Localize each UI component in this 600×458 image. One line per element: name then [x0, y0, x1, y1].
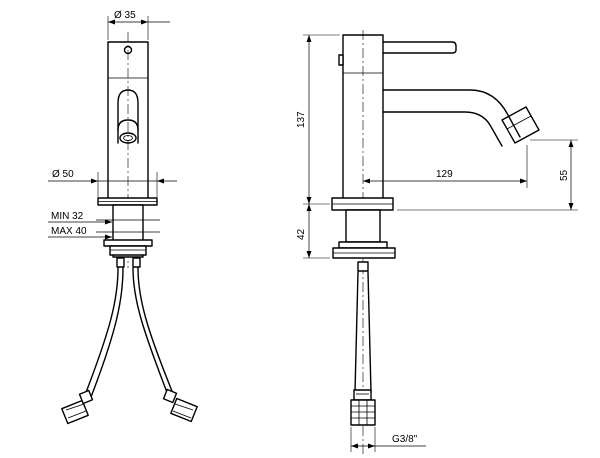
side-spout-aerator	[501, 106, 540, 144]
side-spout	[382, 89, 521, 147]
front-hose-stub-left	[116, 257, 125, 268]
front-fixing-nut	[109, 245, 147, 256]
dim-base-diameter-label: Ø 50	[52, 169, 74, 180]
side-shank	[345, 209, 381, 243]
front-mounting-washer	[103, 239, 153, 247]
side-hose-nut-icon	[350, 389, 376, 426]
front-aerator-housing	[117, 89, 139, 144]
side-flex-hose	[354, 271, 372, 393]
side-lever-pin	[338, 54, 344, 66]
dim-min-thickness-label: MIN 32	[51, 211, 84, 222]
front-aerator-rim	[117, 119, 139, 131]
front-lever-pin-icon	[123, 45, 133, 55]
dim-body-diameter: Ø 35	[107, 10, 170, 40]
dim-connection: G3/8"	[350, 427, 426, 452]
front-aerator-icon	[119, 132, 137, 144]
dim-shank-length: 42	[296, 204, 330, 259]
dim-base-diameter: Ø 50	[48, 169, 177, 197]
dim-height: 137	[296, 34, 340, 205]
front-flex-hose-right	[132, 267, 175, 397]
dim-connection-label: G3/8"	[392, 434, 418, 445]
dim-spout-reach-label: 129	[436, 169, 453, 180]
dim-countertop-thickness: MIN 32 MAX 40	[48, 211, 112, 240]
side-mounting-washer	[338, 241, 388, 249]
dim-max-thickness-label: MAX 40	[51, 226, 87, 237]
front-view: Ø 35 Ø 50 MIN 32 MAX 40	[48, 10, 198, 425]
side-hose-stub	[357, 261, 369, 272]
dim-spout-reach: 129	[363, 145, 528, 188]
dim-height-label: 137	[296, 111, 307, 128]
front-flex-hose-left	[84, 267, 124, 398]
dim-spout-height-label: 55	[559, 169, 570, 181]
dim-body-diameter-label: Ø 35	[114, 10, 136, 21]
dim-shank-length-label: 42	[296, 228, 307, 240]
side-view: 137 42 129 55 G3/8"	[296, 30, 578, 455]
front-faucet-body	[107, 41, 149, 199]
dim-spout-height: 55	[397, 139, 578, 211]
front-hose-nut-right-icon	[162, 388, 198, 423]
side-lever-handle	[382, 41, 457, 54]
front-hose-stub-right	[132, 257, 141, 268]
front-hose-nut-left-icon	[61, 389, 94, 425]
